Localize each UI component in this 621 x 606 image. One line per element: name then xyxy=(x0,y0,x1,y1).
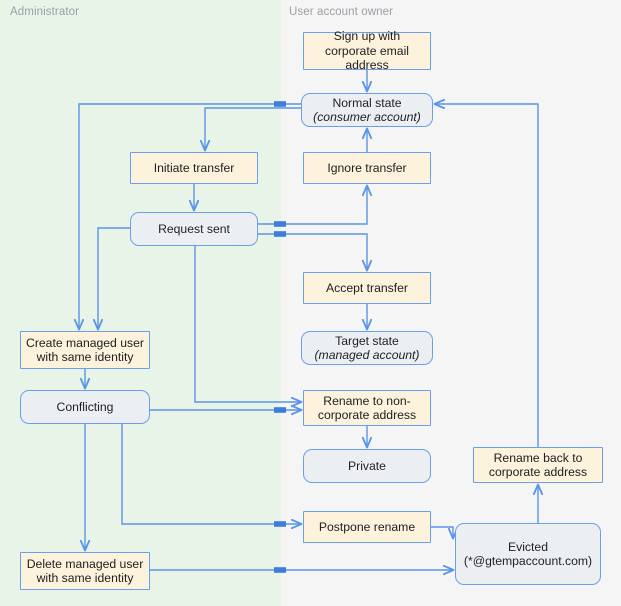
node-normal-state-sublabel: (consumer account) xyxy=(313,110,421,124)
node-conflicting[interactable]: Conflicting xyxy=(20,390,150,424)
node-evicted[interactable]: Evicted (*@gtempaccount.com) xyxy=(455,523,601,585)
lane-crossing-marker xyxy=(274,407,286,413)
lane-crossing-marker xyxy=(274,231,286,237)
node-initiate-transfer[interactable]: Initiate transfer xyxy=(130,152,258,184)
edge-normal-to-create-managed xyxy=(79,103,301,329)
node-target-state[interactable]: Target state (managed account) xyxy=(301,331,433,365)
node-initiate-transfer-label: Initiate transfer xyxy=(153,160,235,175)
node-target-state-label: Target state xyxy=(335,333,399,348)
node-evicted-text: Evicted (*@gtempaccount.com) xyxy=(464,540,592,569)
lane-crossing-marker xyxy=(274,567,286,573)
node-private[interactable]: Private xyxy=(303,449,431,483)
node-rename-to-noncorporate-label: Rename to non-corporate address xyxy=(317,393,417,423)
edge-request-to-accept xyxy=(258,233,367,270)
edge-postpone-to-evicted xyxy=(431,526,453,538)
node-postpone-rename-label: Postpone rename xyxy=(318,519,416,534)
node-evicted-sublabel: (*@gtempaccount.com) xyxy=(463,554,593,568)
node-accept-transfer-label: Accept transfer xyxy=(326,280,408,295)
edge-rename-back-to-normal xyxy=(435,104,539,447)
node-request-sent-label: Request sent xyxy=(158,221,230,236)
node-ignore-transfer-label: Ignore transfer xyxy=(327,160,407,175)
edge-request-to-ignore xyxy=(258,186,367,225)
lane-crossing-marker xyxy=(274,101,286,107)
node-sign-up-label: Sign up with corporate email address xyxy=(325,29,409,73)
edge-request-to-rename-noncorp xyxy=(194,246,301,402)
node-target-state-sublabel: (managed account) xyxy=(314,348,420,362)
node-evicted-label: Evicted xyxy=(508,539,548,554)
edge-conflicting-to-postpone xyxy=(121,424,301,524)
node-rename-to-noncorporate[interactable]: Rename to non-corporate address xyxy=(303,390,431,426)
node-rename-back-to-corporate[interactable]: Rename back to corporate address xyxy=(473,447,603,483)
edge-normal-to-initiate xyxy=(205,107,301,150)
lane-crossing-marker xyxy=(274,221,286,227)
node-ignore-transfer[interactable]: Ignore transfer xyxy=(303,152,431,184)
node-normal-state[interactable]: Normal state (consumer account) xyxy=(301,93,433,127)
node-normal-state-text: Normal state (consumer account) xyxy=(313,96,421,125)
node-conflicting-label: Conflicting xyxy=(56,399,114,414)
node-sign-up[interactable]: Sign up with corporate email address xyxy=(303,29,431,73)
edge-request-to-create-managed xyxy=(98,227,130,329)
swimlane-user-account-owner-title: User account owner xyxy=(289,6,394,18)
node-create-managed-user[interactable]: Create managed user with same identity xyxy=(20,331,150,369)
node-target-state-text: Target state (managed account) xyxy=(314,334,419,363)
node-normal-state-label: Normal state xyxy=(332,95,402,110)
node-private-label: Private xyxy=(348,458,386,473)
node-postpone-rename[interactable]: Postpone rename xyxy=(303,511,431,543)
node-rename-back-to-corporate-label: Rename back to corporate address xyxy=(488,450,588,480)
node-accept-transfer[interactable]: Accept transfer xyxy=(303,272,431,304)
node-create-managed-user-label: Create managed user with same identity xyxy=(26,335,144,365)
swimlane-administrator-title: Administrator xyxy=(10,6,80,18)
node-request-sent[interactable]: Request sent xyxy=(130,212,258,246)
swimlane-administrator: Administrator xyxy=(0,0,281,606)
node-delete-managed-user-label: Delete managed user with same identity xyxy=(26,556,144,586)
lane-crossing-marker xyxy=(274,521,286,527)
node-delete-managed-user[interactable]: Delete managed user with same identity xyxy=(20,552,150,590)
